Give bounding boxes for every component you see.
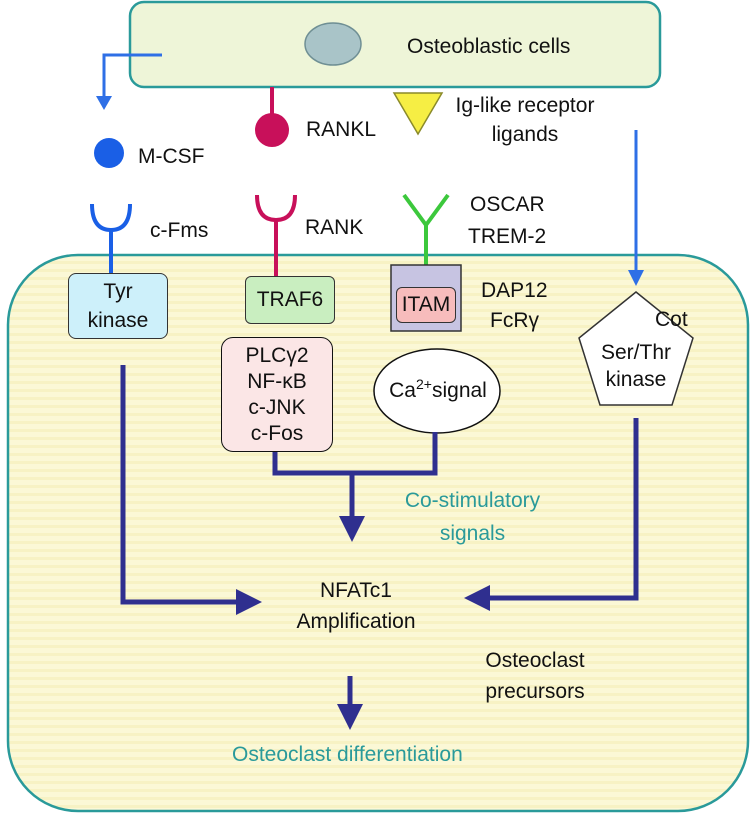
nucleus-icon — [304, 22, 362, 66]
dap12-label: DAP12 — [481, 279, 548, 302]
osteoblast-cell — [128, 0, 662, 89]
nfatc1-line1: NFATc1 — [320, 579, 392, 602]
cfos-label: c-Fos — [250, 421, 304, 445]
cot-signal-arrow — [628, 130, 644, 286]
precursors-line1: Osteoclast — [485, 649, 585, 672]
ca-label: Ca — [389, 379, 416, 402]
osteoclast-precursors-label: Osteoclast precursors — [460, 648, 610, 704]
precursors-line2: precursors — [485, 680, 585, 703]
osteoblast-label: Osteoblastic cells — [407, 35, 571, 58]
nfatc1-label: NFATc1 Amplification — [266, 578, 446, 634]
mcsf-label: M-CSF — [138, 145, 205, 168]
differentiation-arrow — [337, 676, 363, 730]
ca-signal-word: signal — [431, 379, 487, 402]
rank-receptor-icon — [255, 194, 297, 276]
trem2-label: TREM-2 — [468, 225, 547, 248]
serthr-kinase-text: Ser/Thr kinase — [586, 336, 686, 396]
ca-charge-label: 2+ — [416, 376, 432, 392]
cfms-receptor-icon — [90, 203, 132, 274]
ig-like-label-line2: ligands — [491, 123, 559, 146]
cfms-label: c-Fms — [150, 219, 209, 242]
oscar-label: OSCAR — [470, 193, 545, 216]
costimulatory-merge-arrow — [272, 432, 438, 542]
cot-label: Cot — [655, 308, 688, 331]
costimulatory-line2: signals — [439, 522, 506, 545]
tyr-kinase-line2: kinase — [87, 308, 149, 332]
plcg2-label: PLCγ2 — [245, 343, 309, 367]
itam-box: ITAM — [396, 287, 456, 323]
serthr-kinase-pentagon — [578, 291, 694, 406]
rank-label: RANK — [305, 216, 364, 239]
costimulatory-label: Co-stimulatory signals — [375, 488, 570, 546]
serthr-kinase-line1: Ser/Thr — [600, 340, 671, 364]
osteoclast-differentiation-label: Osteoclast differentiation — [232, 743, 463, 766]
cjnk-label: c-JNK — [248, 395, 306, 419]
nfkb-label: NF-κB — [247, 369, 307, 393]
tyr-kinase-arrow — [120, 365, 262, 615]
tyr-kinase-box: Tyr kinase — [68, 273, 168, 339]
fcrg-label: FcRγ — [490, 309, 539, 332]
mcsf-secretion-arrow — [96, 53, 162, 110]
mcsf-icon — [94, 138, 124, 168]
rankl-icon — [255, 87, 289, 147]
ca-signal-label: Ca2+signal — [380, 376, 496, 403]
ig-like-ligand-icon — [392, 92, 444, 136]
nfatc1-line2: Amplification — [296, 610, 416, 633]
rankl-label: RANKL — [306, 118, 377, 141]
traf6-box: TRAF6 — [245, 276, 335, 324]
osteoclast-precursor-cell — [6, 253, 750, 813]
ig-like-label: Ig-like receptor ligands — [440, 93, 610, 147]
oscar-receptor-icon — [402, 193, 450, 266]
tyr-kinase-line1: Tyr — [103, 279, 133, 303]
serthr-kinase-line2: kinase — [605, 367, 667, 391]
ig-like-label-line1: Ig-like receptor — [455, 94, 595, 117]
costimulatory-line1: Co-stimulatory — [404, 489, 541, 512]
downstream-signals-box: PLCγ2 NF-κB c-JNK c-Fos — [221, 337, 333, 452]
serthr-kinase-arrow — [464, 418, 639, 611]
